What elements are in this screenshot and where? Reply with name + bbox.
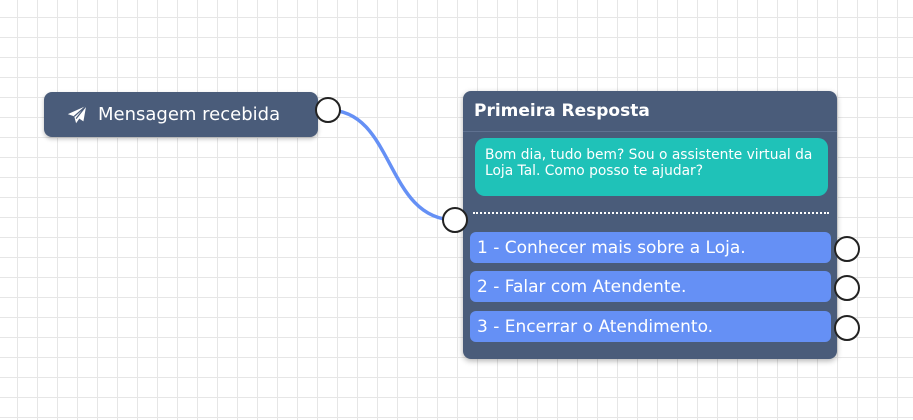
trigger-node-label: Mensagem recebida (98, 104, 281, 125)
option-1[interactable]: 1 - Conhecer mais sobre a Loja. (470, 232, 831, 263)
divider (473, 212, 829, 214)
paper-plane-icon (66, 104, 88, 126)
option-3[interactable]: 3 - Encerrar o Atendimento. (470, 311, 831, 342)
option-3-output-port[interactable] (834, 315, 860, 341)
option-2-output-port[interactable] (834, 275, 860, 301)
response-node-primeira-resposta[interactable]: Primeira Resposta Bom dia, tudo bem? Sou… (463, 91, 837, 359)
trigger-node-message-received[interactable]: Mensagem recebida (44, 92, 318, 137)
response-node-title: Primeira Resposta (463, 91, 837, 132)
trigger-output-port[interactable] (315, 97, 341, 123)
message-bubble: Bom dia, tudo bem? Sou o assistente virt… (475, 138, 828, 196)
response-input-port[interactable] (442, 207, 468, 233)
option-2[interactable]: 2 - Falar com Atendente. (470, 271, 831, 302)
option-1-output-port[interactable] (834, 236, 860, 262)
